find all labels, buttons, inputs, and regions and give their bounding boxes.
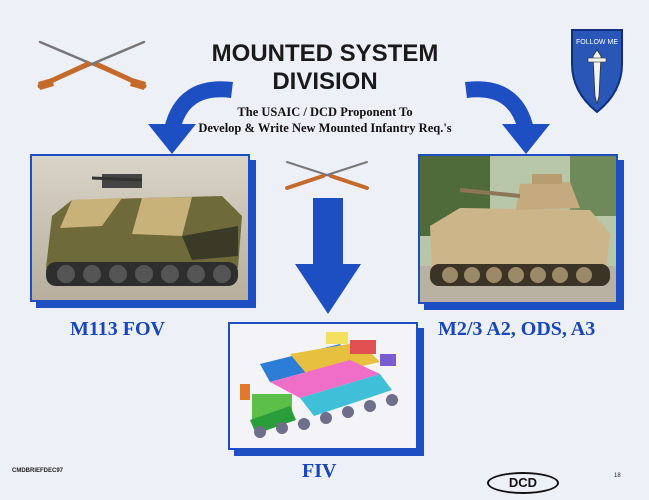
slide-subtitle: The USAIC / DCD Proponent To Develop & W…: [180, 104, 470, 136]
curved-arrow-right-icon: [465, 81, 550, 154]
down-arrow-icon: [295, 198, 361, 314]
footer-code: CMDBRIEFDEC97: [12, 468, 64, 474]
follow-me-insignia-icon: FOLLOW ME: [571, 29, 623, 114]
m113-label: M113 FOV: [70, 318, 165, 340]
subtitle-line-2: Develop & Write New Mounted Infantry Req…: [198, 121, 452, 135]
slide-title: MOUNTED SYSTEM DIVISION: [180, 40, 470, 96]
m113-photo: [30, 154, 250, 302]
title-line-1: MOUNTED SYSTEM: [211, 40, 439, 67]
m2-label: M2/3 A2, ODS, A3: [438, 318, 596, 340]
curved-arrow-left-icon: [148, 81, 233, 154]
fiv-vehicle-image: [230, 324, 416, 448]
fiv-exploded-view: [228, 322, 418, 450]
dcd-badge: DCD: [487, 472, 559, 494]
m113-vehicle-image: [32, 156, 248, 300]
subtitle-line-1: The USAIC / DCD Proponent To: [237, 105, 413, 119]
m2-vehicle-image: [420, 156, 616, 302]
crossed-rifles-icon: [37, 40, 147, 90]
page-number: 18: [614, 473, 621, 479]
insignia-text: FOLLOW ME: [576, 39, 618, 46]
m2-bradley-photo: [418, 154, 618, 304]
title-line-2: DIVISION: [272, 68, 378, 95]
crossed-rifles-small-icon: [285, 161, 369, 190]
fiv-label: FIV: [302, 460, 337, 482]
